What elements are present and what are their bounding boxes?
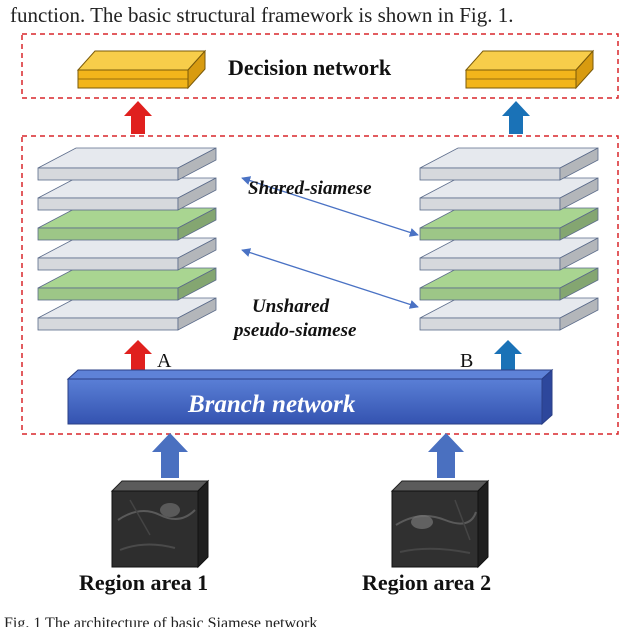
branch-network-label: Branch network: [187, 391, 356, 418]
branch-network-block: [66, 368, 554, 426]
red-arrow-up-a: [124, 340, 152, 370]
input-arrow-right: [428, 433, 464, 478]
label-b: B: [460, 350, 473, 372]
decision-network-box: [21, 33, 619, 99]
label-a: A: [157, 350, 172, 372]
region-area-2-label: Region area 2: [362, 570, 491, 595]
left-layer-2: [37, 267, 217, 301]
right-layer-stack: [419, 147, 599, 331]
red-arrow-up-decision: [124, 101, 152, 134]
figure-caption: Fig. 1 The architecture of basic Siamese…: [4, 615, 317, 627]
right-layer-6: [419, 147, 599, 181]
right-layer-3: [419, 237, 599, 271]
blue-arrow-up-decision: [502, 101, 530, 134]
right-layer-5: [419, 177, 599, 211]
right-layer-1: [419, 297, 599, 331]
header-text: function. The basic structural framework…: [10, 3, 514, 27]
left-layer-stack: [37, 147, 217, 331]
left-layer-4: [37, 207, 217, 241]
input-arrow-left: [152, 433, 188, 478]
left-layer-3: [37, 237, 217, 271]
region-area-1-label: Region area 1: [79, 570, 208, 595]
shared-siamese-label: Shared-siamese: [248, 178, 372, 199]
right-layer-2: [419, 267, 599, 301]
shared-double-arrow: [241, 176, 419, 237]
unshared-double-arrow: [241, 248, 419, 309]
decision-block-right: [464, 49, 595, 90]
left-layer-5: [37, 177, 217, 211]
siamese-region-box: [21, 135, 619, 435]
decision-network-label: Decision network: [228, 55, 392, 80]
region-image-1: [110, 479, 210, 569]
blue-arrow-up-b: [494, 340, 522, 370]
unshared-label-line1: Unshared: [252, 296, 330, 317]
decision-block-left: [76, 49, 207, 90]
right-layer-4: [419, 207, 599, 241]
left-layer-1: [37, 297, 217, 331]
unshared-label-line2: pseudo-siamese: [232, 320, 357, 341]
left-layer-6: [37, 147, 217, 181]
region-image-2: [390, 479, 490, 569]
